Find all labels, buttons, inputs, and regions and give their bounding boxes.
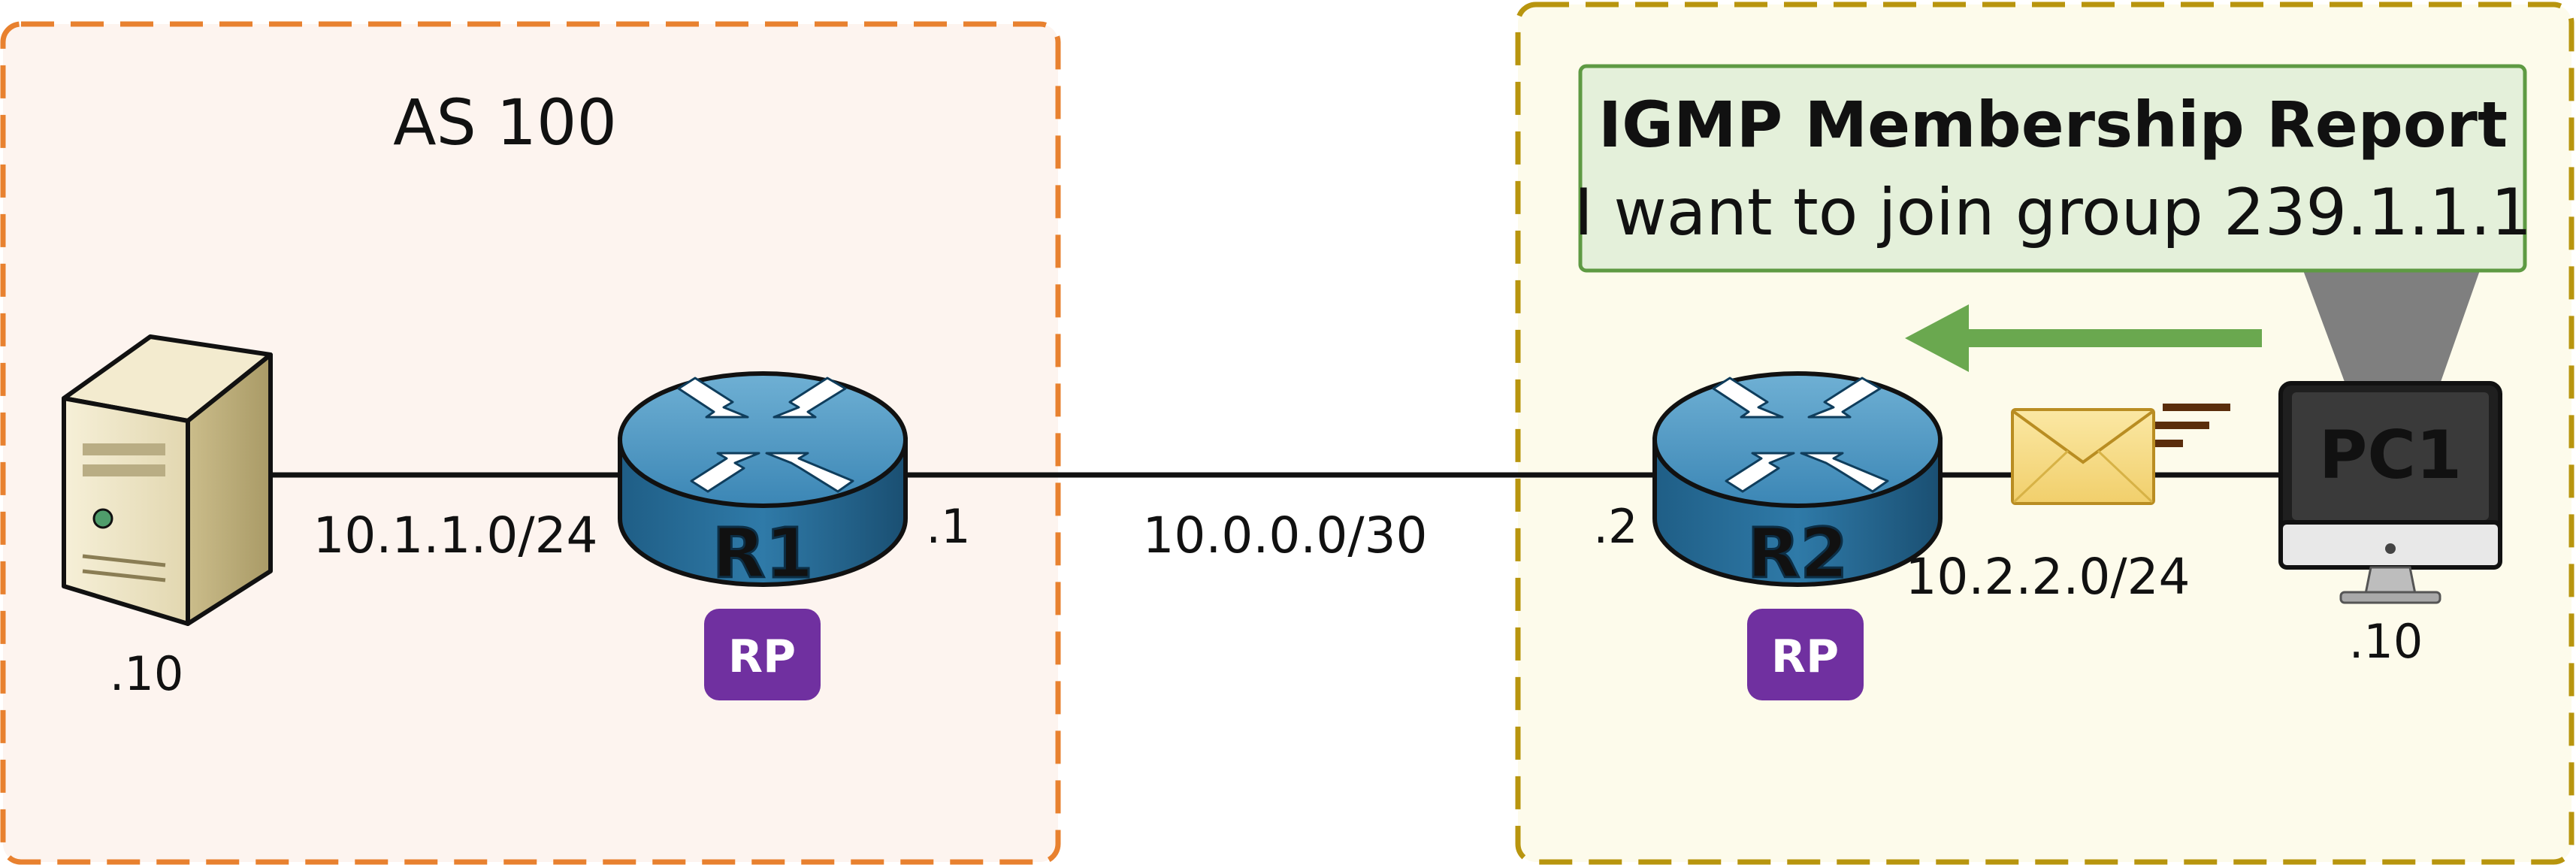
envelope-icon <box>2011 404 2230 505</box>
server-icon <box>62 334 273 626</box>
igmp-callout: IGMP Membership Report I want to join gr… <box>1574 64 2532 273</box>
pc1-host-label: .10 <box>2349 614 2423 669</box>
r2-name: R2 <box>1747 513 1849 594</box>
direction-arrow <box>1905 304 2262 372</box>
r2-rp-badge-label: RP <box>1771 631 1839 683</box>
link-label-r1-r2: 10.0.0.0/30 <box>1142 507 1427 564</box>
r1-rp-badge-label: RP <box>728 631 796 683</box>
r1-rp-badge: RP <box>704 609 821 700</box>
r1-name: R1 <box>712 513 814 594</box>
router-r1-icon <box>618 371 908 587</box>
callout-text: I want to join group 239.1.1.1 <box>1574 175 2532 250</box>
link-label-r2-pc1: 10.2.2.0/24 <box>1905 548 2190 606</box>
pc1-icon <box>2278 381 2502 604</box>
r2-interface-label: .2 <box>1593 499 1637 554</box>
r1-interface-label: .1 <box>926 499 970 554</box>
zone-title: AS 100 <box>393 86 617 159</box>
pc1-name: PC1 <box>2319 416 2462 494</box>
router-r2-icon <box>1652 371 1943 587</box>
link-label-server-r1: 10.1.1.0/24 <box>313 507 597 564</box>
callout-pointer <box>2303 271 2480 382</box>
callout-title: IGMP Membership Report <box>1598 88 2508 162</box>
server-host-label: .10 <box>110 646 184 701</box>
r2-rp-badge: RP <box>1747 609 1864 700</box>
